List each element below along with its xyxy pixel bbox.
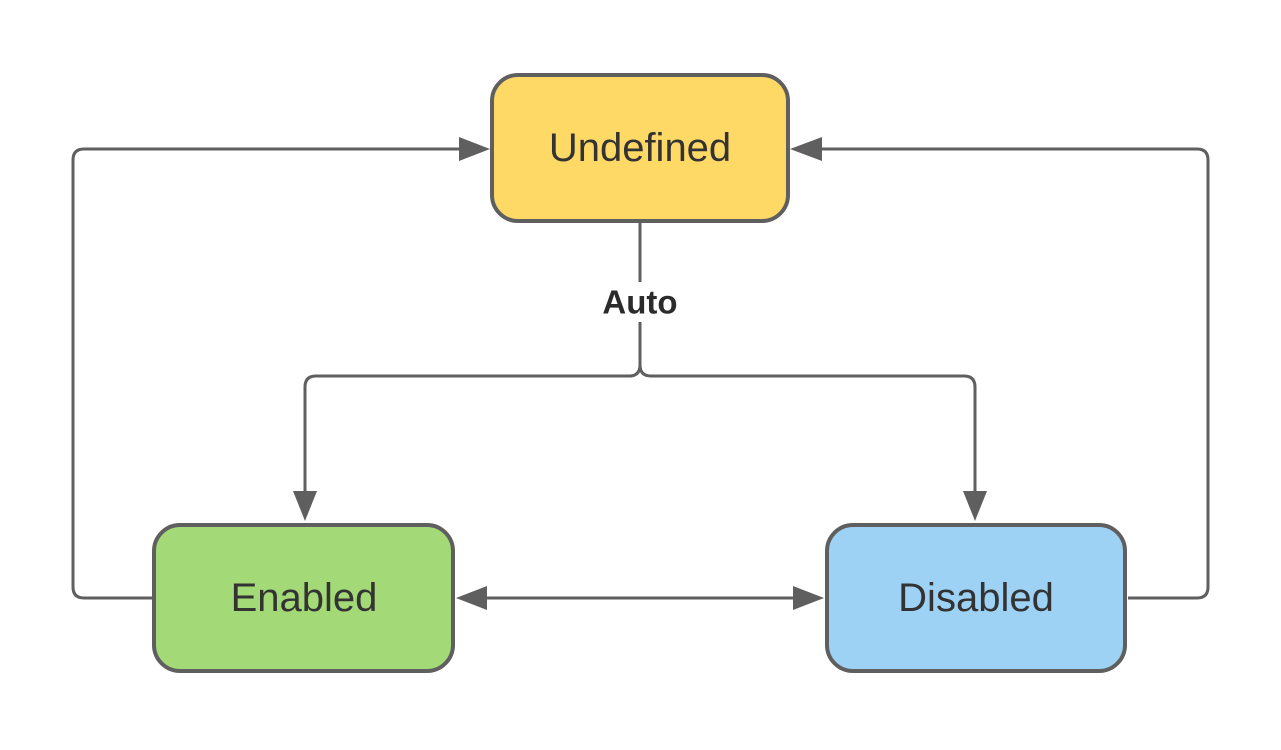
state-node-undefined-shape [490,73,790,223]
arrowhead-left-enabled-icon [456,586,487,610]
state-node-enabled-label: Enabled [231,576,378,620]
state-node-enabled-shape [152,523,455,673]
connector-branch-right [638,322,977,491]
arrowhead-down-enabled-icon [293,491,317,521]
state-node-disabled: Disabled [825,523,1127,673]
edge-undefined-to-disabled [638,322,987,521]
edge-disabled-to-undefined [790,137,1210,600]
state-node-disabled-label: Disabled [898,576,1054,620]
state-node-undefined: Undefined [490,73,790,223]
connector-branch-left [303,322,642,491]
edge-label-auto: Auto [602,284,677,321]
state-node-disabled-shape [825,523,1127,673]
edge-enabled-disabled-bidirectional [456,586,824,610]
state-node-undefined-label: Undefined [549,126,731,170]
connector-loop-left [71,147,459,600]
edge-enabled-to-undefined [71,137,490,600]
arrowhead-down-disabled-icon [963,491,987,521]
arrowhead-left-undefined-icon [790,137,822,161]
connector-loop-right [822,147,1210,600]
arrowhead-right-disabled-icon [793,586,824,610]
arrowhead-right-undefined-icon [459,137,490,161]
edge-undefined-to-enabled [293,322,642,521]
state-node-enabled: Enabled [152,523,455,673]
